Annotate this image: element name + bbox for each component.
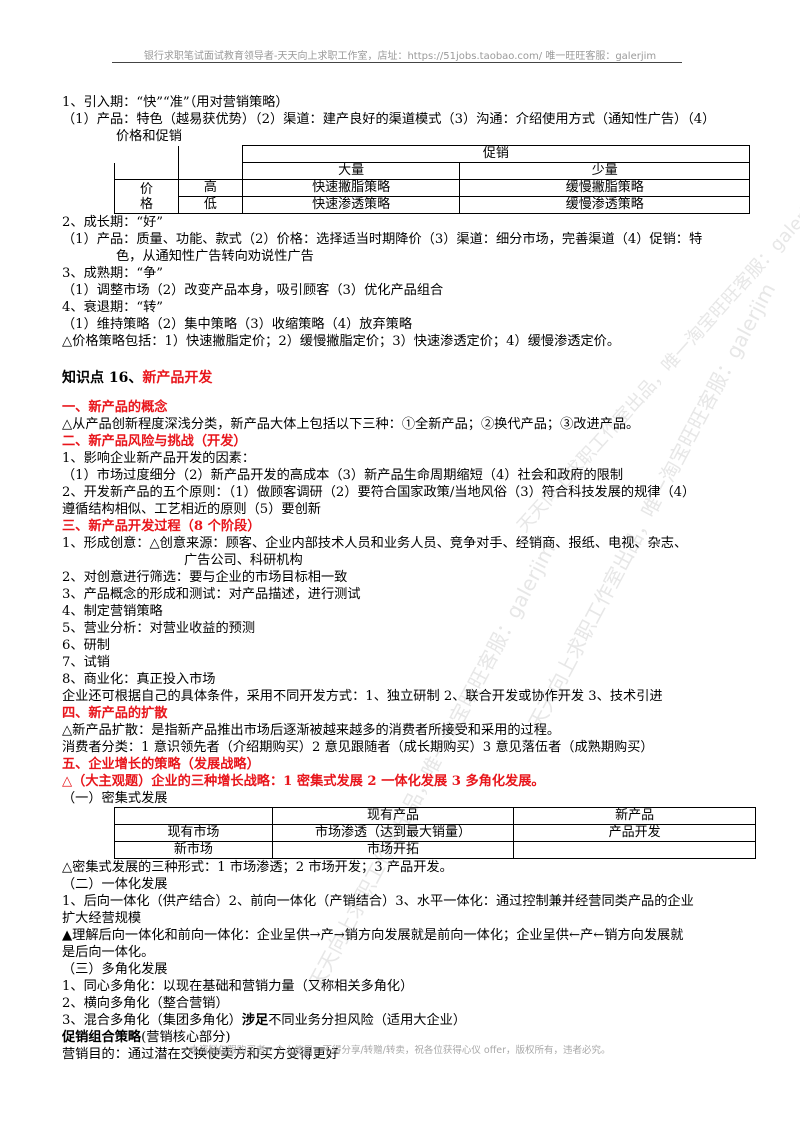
text-line: 遵循结构相似、工艺相近的原则（5）要创新 xyxy=(62,502,321,517)
subsection-heading: 二、新产品风险与挑战（开发） xyxy=(62,434,247,449)
table-cell: 低 xyxy=(177,196,243,214)
bold-span: 涉足 xyxy=(241,1013,269,1028)
table-header: 新产品 xyxy=(513,807,756,825)
section-title: 知识点 16、新产品开发 xyxy=(62,370,752,387)
text-line: （一）密集式发展 xyxy=(62,791,168,806)
table-row-header: 价格 xyxy=(114,179,179,214)
growth-strategy-table: 现有产品 新产品 现有市场 市场渗透（达到最大销量） 产品开发 新市场 市场开拓 xyxy=(114,807,756,859)
header-divider xyxy=(112,62,682,63)
text-line: （1）产品：质量、功能、款式（2）价格：选择适当时期降价（3）渠道：细分市场，完… xyxy=(62,232,703,247)
table-cell: 快速撇脂策略 xyxy=(241,179,461,197)
table-cell: 缓慢渗透策略 xyxy=(459,196,750,214)
text-line: 2、成长期：“好” xyxy=(62,215,163,230)
text-line: 2、横向多角化（整合营销） xyxy=(62,996,229,1011)
subsection-heading: 一、新产品的概念 xyxy=(62,400,168,415)
text-line: 促销组合策略(营销核心部分) xyxy=(62,1029,752,1046)
text-line: 3、混合多角化（集团多角化）涉足不同业务分担风险（适用大企业） xyxy=(62,1012,752,1029)
text-line: 3、产品概念的形成和测试：对产品描述，进行测试 xyxy=(62,587,361,602)
table-cell: 产品开发 xyxy=(513,824,756,842)
table-cell: 高 xyxy=(177,179,243,197)
subsection-heading: 四、新产品的扩散 xyxy=(62,706,168,721)
text-span: 3、混合多角化（集团多角化） xyxy=(62,1013,242,1028)
text-line: 扩大经营规模 xyxy=(62,911,142,926)
text-line: ▲理解后向一体化和前向一体化：企业呈供→产→销方向发展就是前向一体化；企业呈供←… xyxy=(62,928,684,943)
page-header: 银行求职笔试面试教育领导者-天天向上求职工作室，店址：https://51job… xyxy=(143,51,657,62)
section-title-text: 新产品开发 xyxy=(142,370,213,386)
text-span: 不同业务分担风险（适用大企业） xyxy=(268,1013,467,1028)
section-number: 知识点 16、 xyxy=(62,370,143,386)
text-line: 色，从通知性广告转向劝说性广告 xyxy=(116,249,314,264)
table-cell: 缓慢撇脂策略 xyxy=(459,179,750,197)
text-line: 1、同心多角化：以现在基础和营销力量（又称相关多角化） xyxy=(62,979,414,994)
text-line: 消费者分类：1 意识领先者（介绍期购买）2 意见跟随者（成长期购买）3 意见落伍… xyxy=(62,740,654,755)
text-line: （1）市场过度细分（2）新产品开发的高成本（3）新产品生命周期缩短（4）社会和政… xyxy=(62,468,624,483)
subsection-heading: 三、新产品开发过程（8 个阶段） xyxy=(62,519,261,534)
text-line: 是后向一体化。 xyxy=(62,945,155,960)
text-line: △价格策略包括：1）快速撇脂定价；2）缓慢撇脂定价；3）快速渗透定价；4）缓慢渗… xyxy=(62,334,621,349)
text-line: （三）多角化发展 xyxy=(62,962,168,977)
text-line: 广告公司、科研机构 xyxy=(184,553,303,568)
text-line: 营销目的：通过潜在交换使卖方和买方变得更好 xyxy=(62,1047,339,1062)
text-line: △密集式发展的三种形式：1 市场渗透；2 市场开发；3 产品开发。 xyxy=(62,860,453,875)
price-promotion-table: 促销 大量 少量 价格 高 快速撇脂策略 缓慢撇脂策略 低 快速渗透策略 缓慢渗… xyxy=(114,145,751,214)
text-line: 5、营业分析：对营业收益的预测 xyxy=(62,621,256,636)
text-line: 价格和促销 xyxy=(116,129,182,144)
table-header: 少量 xyxy=(459,162,750,180)
text-line: 1、形成创意：△创意来源：顾客、企业内部技术人员和业务人员、竞争对手、经销商、报… xyxy=(62,536,688,551)
table-header: 现有产品 xyxy=(271,807,515,825)
text-line: 4、制定营销策略 xyxy=(62,604,163,619)
table-row-header: 现有市场 xyxy=(114,824,273,842)
table-cell: 市场渗透（达到最大销量） xyxy=(271,824,515,842)
text-line: 4、衰退期：“转” xyxy=(62,300,163,315)
text-line: △从产品创新程度深浅分类，新产品大体上包括以下三种：①全新产品；②换代产品；③改… xyxy=(62,417,640,432)
text-line: （1）产品：特色（越易获优势）（2）渠道：建产良好的渠道模式（3）沟通：介绍使用… xyxy=(62,112,716,127)
text-line: 企业还可根据自己的具体条件，采用不同开发方式：1、独立研制 2、联合开发或协作开… xyxy=(62,689,663,704)
subsection-heading: 五、企业增长的策略（发展战略） xyxy=(62,757,260,772)
text-line: 8、商业化：真正投入市场 xyxy=(62,672,216,687)
text-line: 1、影响企业新产品开发的因素： xyxy=(62,451,256,466)
text-line: （1）调整市场（2）改变产品本身，吸引顾客（3）优化产品组合 xyxy=(62,283,444,298)
text-line: 1、后向一体化（供产结合）2、前向一体化（产销结合）3、水平一体化：通过控制兼并… xyxy=(62,894,694,909)
text-line: （二）一体化发展 xyxy=(62,877,168,892)
bold-span: 促销组合策略 xyxy=(62,1030,142,1045)
text-line: 3、成熟期：“争” xyxy=(62,266,163,281)
text-line: 2、开发新产品的五个原则：（1）做顾客调研（2）要符合国家政策/当地风俗（3）符… xyxy=(62,485,696,500)
highlight-line: △（大主观题）企业的三种增长战略：1 密集式发展 2 一体化发展 3 多角化发展… xyxy=(62,774,545,789)
text-line: （1）维持策略（2）集中策略（3）收缩策略（4）放弃策略 xyxy=(62,317,413,332)
document-body: 1、引入期：“快”“准”（用对营销策略） （1）产品：特色（越易获优势）（2）渠… xyxy=(62,94,756,1063)
price-label: 价格 xyxy=(139,181,153,212)
table-header: 促销 xyxy=(241,145,751,163)
text-line: 1、引入期：“快”“准”（用对营销策略） xyxy=(62,95,289,110)
table-cell xyxy=(513,841,756,859)
table-cell: 快速渗透策略 xyxy=(241,196,461,214)
text-line: 6、研制 xyxy=(62,638,110,653)
table-row-header: 新市场 xyxy=(114,841,273,859)
table-header: 大量 xyxy=(241,162,461,180)
text-span: (营销核心部分) xyxy=(141,1030,231,1045)
page-footer: 本资料仅限购买者一个人使用，不得分享/转赠/转卖，祝各位获得心仪 offer，版… xyxy=(189,1045,611,1056)
text-line: △新产品扩散：是指新产品推出市场后逐渐被越来越多的消费者所接受和采用的过程。 xyxy=(62,723,561,738)
text-line: 7、试销 xyxy=(62,655,110,670)
text-line: 2、对创意进行筛选：要与企业的市场目标相一致 xyxy=(62,570,348,585)
table-cell: 市场开拓 xyxy=(271,841,515,859)
